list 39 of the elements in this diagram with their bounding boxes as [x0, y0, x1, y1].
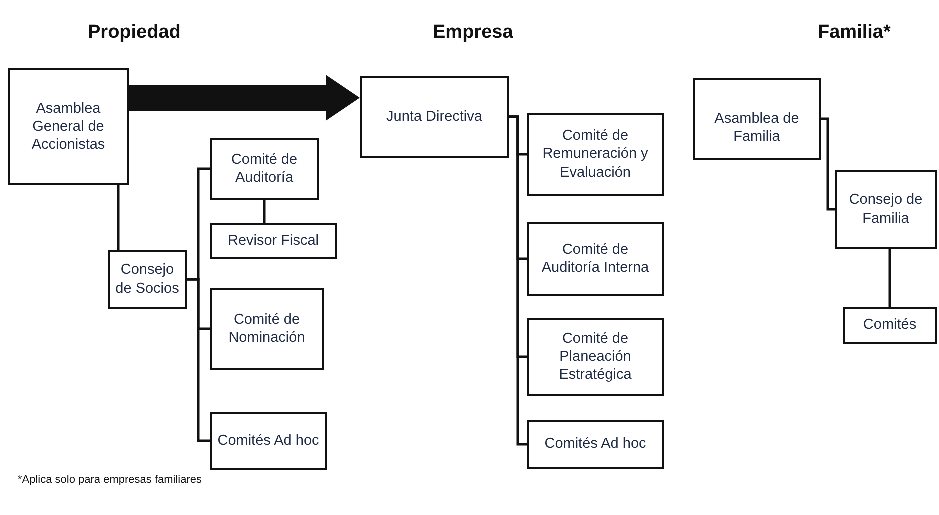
org-box [210, 288, 324, 370]
org-box [210, 412, 327, 470]
connector-line [263, 200, 266, 223]
footnote: *Aplica solo para empresas familiares [18, 474, 202, 486]
connector-line [187, 278, 210, 442]
org-box [527, 222, 664, 296]
org-box [835, 170, 937, 249]
org-box [210, 138, 319, 200]
box-label: Comité de Remuneración y Evaluación [542, 127, 650, 182]
org-box [8, 68, 129, 185]
box-label: Comités Ad hoc [218, 432, 320, 450]
org-box [527, 113, 664, 196]
org-box [527, 318, 664, 396]
org-box [527, 420, 664, 469]
box-label: Comité de Nominación [228, 310, 306, 348]
box-label: Comité de Planeación Estratégica [558, 330, 633, 384]
connector-line [888, 249, 892, 307]
column-heading: Empresa [433, 22, 514, 44]
connector-line [821, 118, 835, 211]
org-box [693, 78, 821, 160]
org-box [843, 307, 937, 344]
box-label: Junta Directiva [386, 108, 482, 126]
connector-line [117, 185, 120, 250]
box-label: Consejo de Familia [848, 191, 924, 228]
box-label: Asamblea de Familia [714, 110, 800, 146]
box-label: Asamblea General de Accionistas [30, 100, 106, 154]
box-label: Revisor Fiscal [228, 232, 320, 250]
block-arrow [129, 75, 360, 121]
box-label: Comité de Auditoría [230, 150, 299, 188]
org-box [108, 250, 187, 309]
column-heading: Propiedad [88, 22, 181, 44]
box-label: Comités [863, 316, 917, 335]
org-box [210, 223, 337, 259]
connector-line [509, 116, 527, 446]
box-label: Comité de Auditoría Interna [540, 240, 650, 278]
box-label: Consejo de Socios [114, 261, 180, 298]
column-heading: Familia* [818, 22, 891, 44]
box-label: Comités Ad hoc [544, 435, 646, 454]
org-box [360, 76, 509, 158]
